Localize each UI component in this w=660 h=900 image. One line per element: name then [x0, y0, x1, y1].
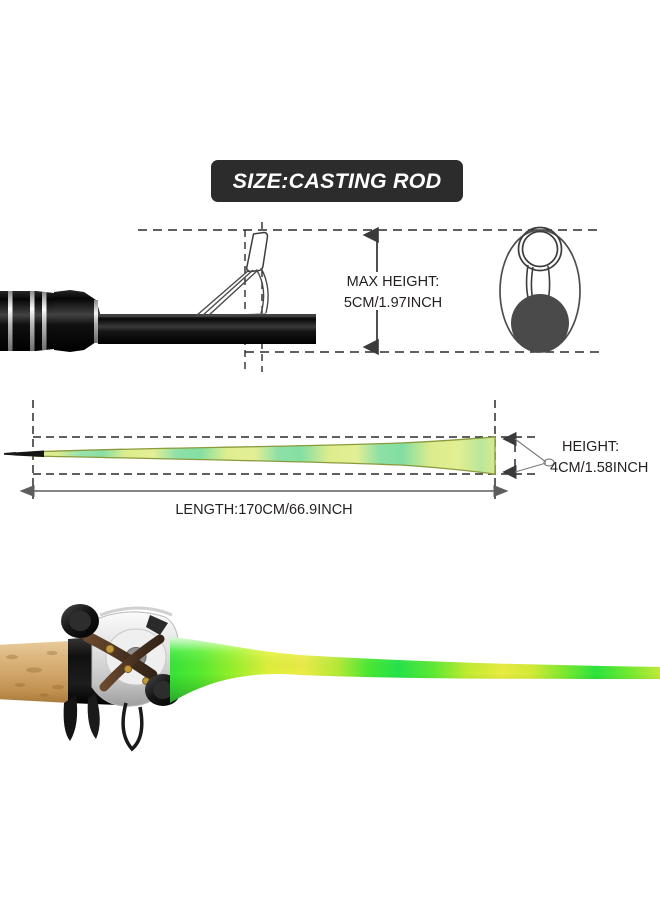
height-dimension-arrow — [502, 431, 555, 480]
collapsed-rod-illustration — [4, 436, 496, 475]
max-height-label: MAX HEIGHT: 5CM/1.97INCH — [327, 272, 459, 313]
size-title-text: SIZE:CASTING ROD — [232, 168, 442, 193]
product-photo-svg — [0, 604, 660, 752]
bottom-dashed-guides — [32, 400, 540, 502]
product-photo-area — [0, 575, 660, 900]
height-label: HEIGHT: 4CM/1.58INCH — [550, 437, 660, 478]
guide-cross-section-illustration — [499, 226, 581, 353]
line-guide-eyelet — [195, 231, 269, 317]
size-title-banner: SIZE:CASTING ROD — [211, 160, 463, 202]
rod-blank — [170, 637, 660, 703]
height-label-line2: 4CM/1.58INCH — [550, 459, 649, 476]
reel-knob-upper — [61, 604, 99, 638]
height-label-line1: HEIGHT: — [562, 439, 620, 455]
max-height-label-line2: 5CM/1.97INCH — [343, 294, 443, 311]
rod-handle-illustration — [0, 290, 316, 352]
baitcast-reel — [61, 604, 181, 752]
max-height-label-line1: MAX HEIGHT: — [346, 274, 440, 290]
cork-handle — [0, 641, 70, 703]
length-label: LENGTH:170CM/66.9INCH — [175, 502, 353, 518]
